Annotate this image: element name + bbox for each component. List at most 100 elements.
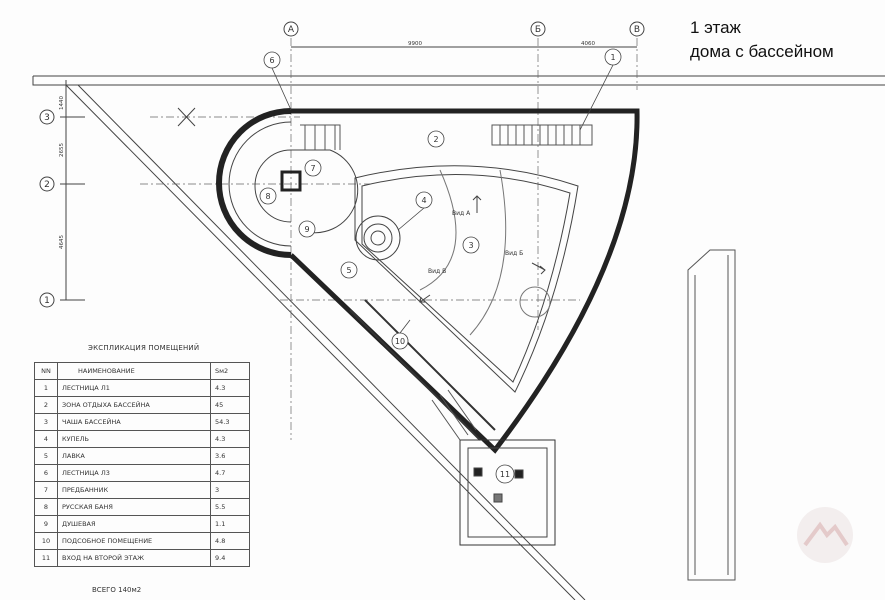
svg-text:Б: Б	[535, 25, 541, 35]
room-number: 9	[34, 515, 58, 533]
room-number: 10	[34, 532, 58, 550]
total-area: ВСЕГО 140м2	[92, 586, 142, 594]
header-number: NN	[34, 362, 58, 380]
room-name: РУССКАЯ БАНЯ	[57, 498, 211, 516]
room-marker-11: 11	[495, 464, 515, 484]
room-marker-3: 3	[462, 236, 480, 254]
header-area: Sм2	[210, 362, 250, 380]
svg-text:10: 10	[395, 337, 405, 346]
dimension-label: 4060	[581, 41, 595, 47]
room-marker-1: 1	[604, 48, 622, 66]
room-area: 3.6	[210, 447, 250, 465]
room-name: ЧАША БАССЕЙНА	[57, 413, 211, 431]
axis-marker-v: В	[629, 21, 645, 37]
room-name: ЗОНА ОТДЫХА БАССЕЙНА	[57, 396, 211, 414]
room-area: 4.3	[210, 379, 250, 397]
room-number: 2	[34, 396, 58, 414]
dimension-label: 9900	[408, 41, 422, 47]
svg-text:3: 3	[44, 113, 50, 123]
svg-text:8: 8	[265, 192, 270, 201]
entrance-block	[459, 439, 556, 546]
view-label-c: Вид В	[428, 268, 446, 275]
dimension-label: 1440	[59, 96, 65, 110]
svg-text:5: 5	[346, 266, 351, 275]
stair-6	[300, 124, 341, 150]
view-label-b: Вид Б	[505, 250, 523, 257]
room-name: ЛЕСТНИЦА Л3	[57, 464, 211, 482]
dimension-label: 4645	[59, 235, 65, 249]
room-number: 6	[34, 464, 58, 482]
room-area: 4.3	[210, 430, 250, 448]
room-marker-7: 7	[304, 159, 322, 177]
svg-text:9: 9	[304, 225, 309, 234]
plan-title: 1 этаж дома с бассейном	[690, 16, 834, 64]
svg-text:А: А	[288, 25, 295, 35]
room-number: 11	[34, 549, 58, 567]
room-marker-8: 8	[259, 187, 277, 205]
axis-markers: А Б В 3 2 1	[39, 21, 645, 308]
room-marker-5: 5	[340, 261, 358, 279]
room-area: 4.7	[210, 464, 250, 482]
room-marker-2: 2	[427, 130, 445, 148]
room-name: ВХОД НА ВТОРОЙ ЭТАЖ	[57, 549, 211, 567]
svg-text:6: 6	[269, 56, 274, 65]
room-number: 8	[34, 498, 58, 516]
dimension-label: 2655	[59, 143, 65, 157]
room-area: 9.4	[210, 549, 250, 567]
svg-text:1: 1	[44, 296, 50, 306]
room-name: ЛЕСТНИЦА Л1	[57, 379, 211, 397]
plan-title-line-1: 1 этаж	[690, 18, 741, 37]
room-name: ЛАВКА	[57, 447, 211, 465]
axis-marker-a: А	[283, 21, 299, 37]
room-name: КУПЕЛЬ	[57, 430, 211, 448]
room-number: 4	[34, 430, 58, 448]
svg-text:3: 3	[468, 241, 473, 250]
room-area: 5.5	[210, 498, 250, 516]
room-area: 4.8	[210, 532, 250, 550]
view-label-a: Вид А	[452, 210, 471, 217]
axis-marker-b: Б	[530, 21, 546, 37]
room-name: ПОДСОБНОЕ ПОМЕЩЕНИЕ	[57, 532, 211, 550]
diagonal-boundary	[65, 84, 586, 600]
room-area: 54.3	[210, 413, 250, 431]
building-wall	[289, 108, 640, 454]
svg-text:4: 4	[421, 196, 426, 205]
room-name: ДУШЕВАЯ	[57, 515, 211, 533]
plunge-pool	[355, 215, 401, 261]
adjacent-building	[687, 249, 736, 581]
svg-text:2: 2	[44, 180, 50, 190]
room-number: 7	[34, 481, 58, 499]
explication-title: ЭКСПЛИКАЦИЯ ПОМЕЩЕНИЙ	[88, 344, 200, 352]
room-number: 1	[34, 379, 58, 397]
outer-fence-wall	[32, 75, 885, 86]
svg-text:7: 7	[310, 164, 315, 173]
pool-outline	[354, 165, 579, 393]
room-area: 3	[210, 481, 250, 499]
svg-text:В: В	[634, 25, 640, 35]
header-name: НАИМЕНОВАНИЕ	[57, 362, 211, 380]
room-number: 3	[34, 413, 58, 431]
svg-text:11: 11	[500, 470, 510, 479]
stair-1	[491, 124, 593, 146]
room-area: 45	[210, 396, 250, 414]
table-header-row: NN НАИМЕНОВАНИЕ Sм2	[34, 362, 250, 380]
room-marker-9: 9	[298, 220, 316, 238]
room-marker-6: 6	[263, 51, 281, 69]
watermark-logo	[797, 507, 853, 563]
room-number: 5	[34, 447, 58, 465]
axis-marker-1: 1	[39, 292, 55, 308]
